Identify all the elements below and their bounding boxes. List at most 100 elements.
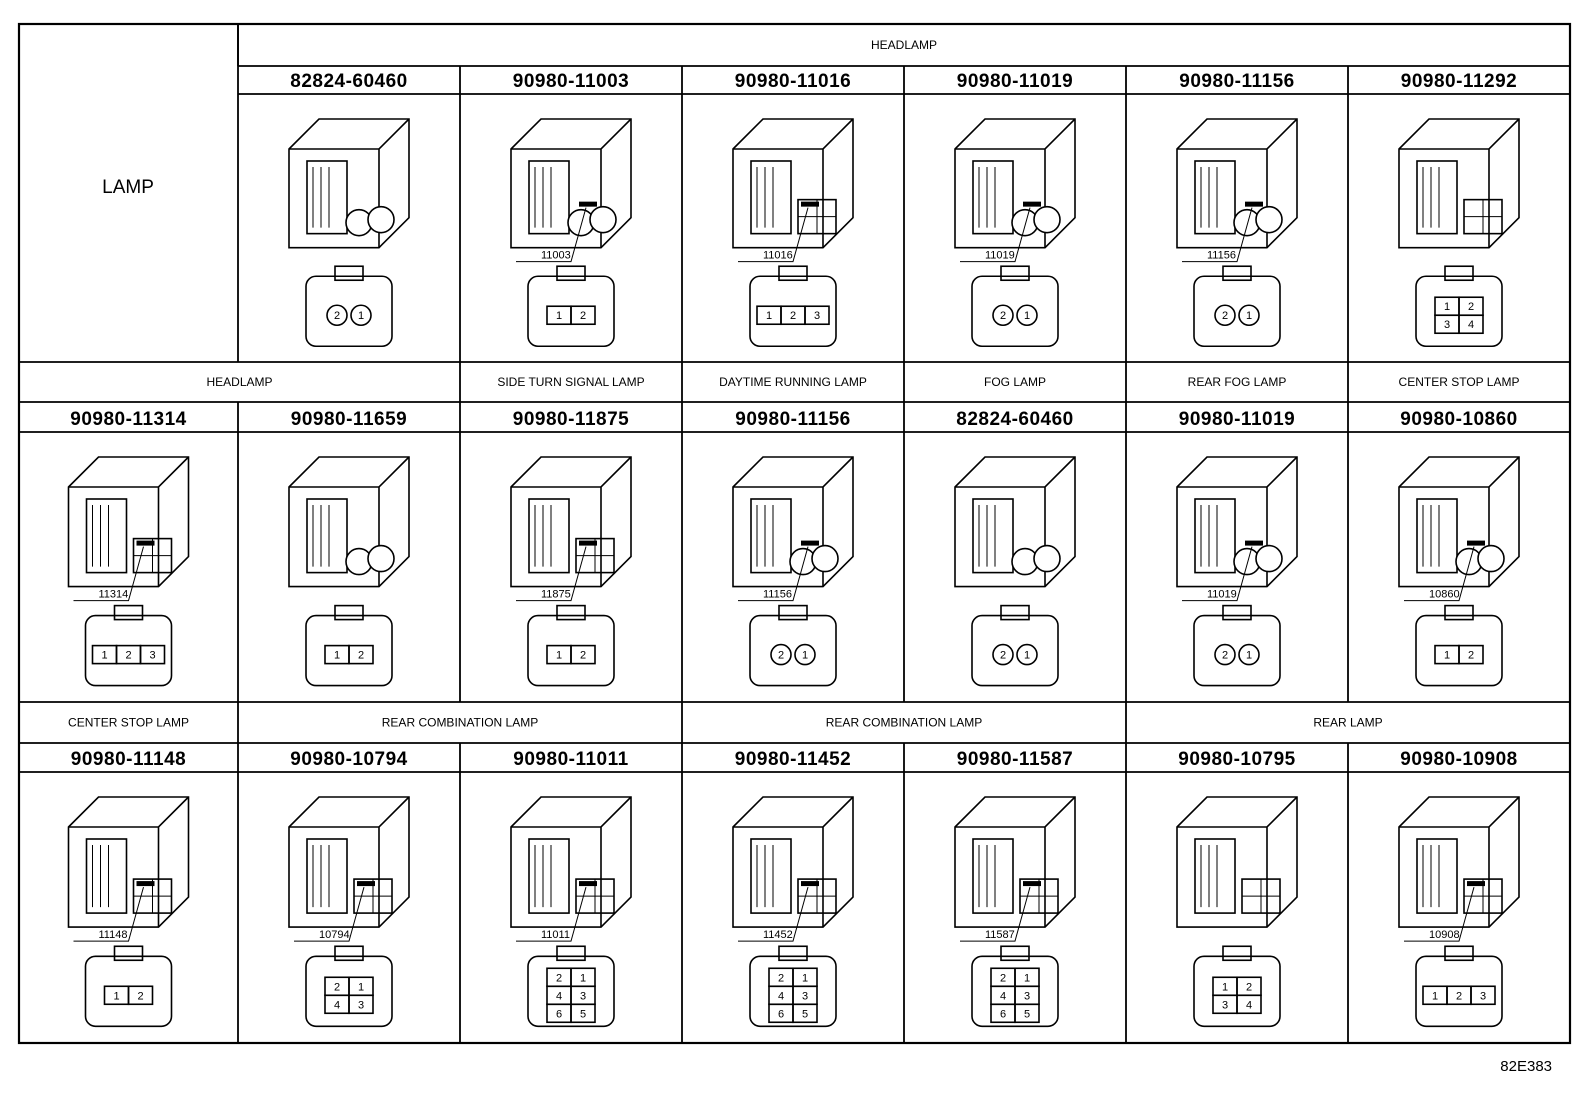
pin-cavity bbox=[1016, 643, 1038, 666]
marking bbox=[801, 540, 819, 546]
callout-label: 11452 bbox=[763, 929, 793, 941]
pin-cavity bbox=[570, 644, 596, 665]
callout-label: 11314 bbox=[99, 589, 129, 601]
callout-leader bbox=[960, 207, 1031, 263]
pin-number: 1 bbox=[358, 310, 364, 322]
pin-number: 2 bbox=[778, 972, 784, 984]
section-label: FOG LAMP bbox=[984, 375, 1046, 389]
pin-cavity bbox=[1214, 643, 1236, 666]
marking bbox=[1467, 881, 1485, 887]
connector-iso-drawing bbox=[1398, 456, 1520, 588]
connector-iso-drawing bbox=[288, 118, 410, 249]
pin-cavity bbox=[992, 643, 1014, 666]
drawing-reference: 82E383 bbox=[1500, 1058, 1552, 1075]
pin-cavity bbox=[1236, 994, 1262, 1015]
connector-iso-drawing bbox=[288, 796, 410, 928]
pin-number: 3 bbox=[149, 650, 155, 662]
pin-cavity bbox=[794, 643, 816, 666]
callout-label: 10860 bbox=[1429, 589, 1460, 601]
pin-number: 1 bbox=[113, 990, 119, 1002]
pin-number: 3 bbox=[358, 999, 364, 1011]
pin-number: 5 bbox=[580, 1008, 586, 1020]
marking bbox=[136, 540, 155, 546]
pin-number: 2 bbox=[1468, 301, 1474, 313]
pin-number: 1 bbox=[1444, 650, 1450, 662]
pin-number: 2 bbox=[1000, 650, 1006, 662]
pin-number: 4 bbox=[1246, 999, 1252, 1011]
connector-iso-drawing bbox=[1398, 118, 1520, 249]
pin-number: 5 bbox=[802, 1008, 808, 1020]
part-number: 90980-11019 bbox=[957, 71, 1073, 92]
marking bbox=[357, 881, 375, 887]
part-number: 90980-11292 bbox=[1401, 71, 1517, 92]
marking bbox=[579, 881, 597, 887]
pin-number: 2 bbox=[1000, 310, 1006, 322]
callout-leader bbox=[738, 886, 809, 942]
pin-number: 6 bbox=[1000, 1008, 1006, 1020]
pin-number: 1 bbox=[1024, 310, 1030, 322]
pin-cavity bbox=[1238, 304, 1260, 327]
callout-label: 11003 bbox=[541, 250, 571, 262]
table-grid bbox=[17, 22, 1572, 1045]
pin-cavity bbox=[1014, 1003, 1040, 1024]
pin-number: 2 bbox=[1222, 310, 1228, 322]
connector-iso-drawing bbox=[732, 456, 854, 588]
connector-iso-drawing bbox=[1176, 796, 1298, 928]
pin-number: 1 bbox=[556, 650, 562, 662]
callout-leader bbox=[516, 207, 587, 263]
marking bbox=[136, 881, 155, 887]
connector-iso-drawing bbox=[954, 456, 1076, 588]
section-label: DAYTIME RUNNING LAMP bbox=[719, 375, 867, 389]
connector-iso-drawing bbox=[288, 456, 410, 588]
callout-leader bbox=[516, 886, 587, 942]
pin-number: 1 bbox=[1024, 972, 1030, 984]
pin-number: 1 bbox=[334, 650, 340, 662]
pin-number: 1 bbox=[802, 650, 808, 662]
pin-number: 4 bbox=[1468, 319, 1474, 331]
connector-iso-drawing bbox=[67, 796, 190, 928]
pin-cavity bbox=[348, 644, 374, 665]
pin-number: 1 bbox=[556, 310, 562, 322]
pin-number: 4 bbox=[334, 999, 340, 1011]
pin-number: 6 bbox=[556, 1008, 562, 1020]
pin-number: 3 bbox=[580, 990, 586, 1002]
pin-cavity bbox=[770, 643, 792, 666]
pin-cavity bbox=[1458, 644, 1484, 665]
connector-iso-drawing bbox=[954, 118, 1076, 249]
pin-number: 4 bbox=[778, 990, 784, 1002]
callout-leader bbox=[73, 546, 144, 602]
callout-leader bbox=[1182, 207, 1253, 263]
pin-number: 2 bbox=[137, 990, 143, 1002]
section-label: HEADLAMP bbox=[871, 38, 937, 52]
pin-number: 3 bbox=[814, 310, 820, 322]
part-number: 90980-11003 bbox=[513, 71, 629, 92]
callout-leader bbox=[1404, 886, 1475, 942]
connector-iso-drawing bbox=[67, 456, 190, 588]
pin-number: 4 bbox=[556, 990, 562, 1002]
pin-number: 3 bbox=[1222, 999, 1228, 1011]
part-number: 90980-11659 bbox=[291, 409, 407, 430]
pin-number: 1 bbox=[358, 981, 364, 993]
outer-frame bbox=[17, 22, 1572, 1045]
callout-label: 10908 bbox=[1429, 929, 1460, 941]
